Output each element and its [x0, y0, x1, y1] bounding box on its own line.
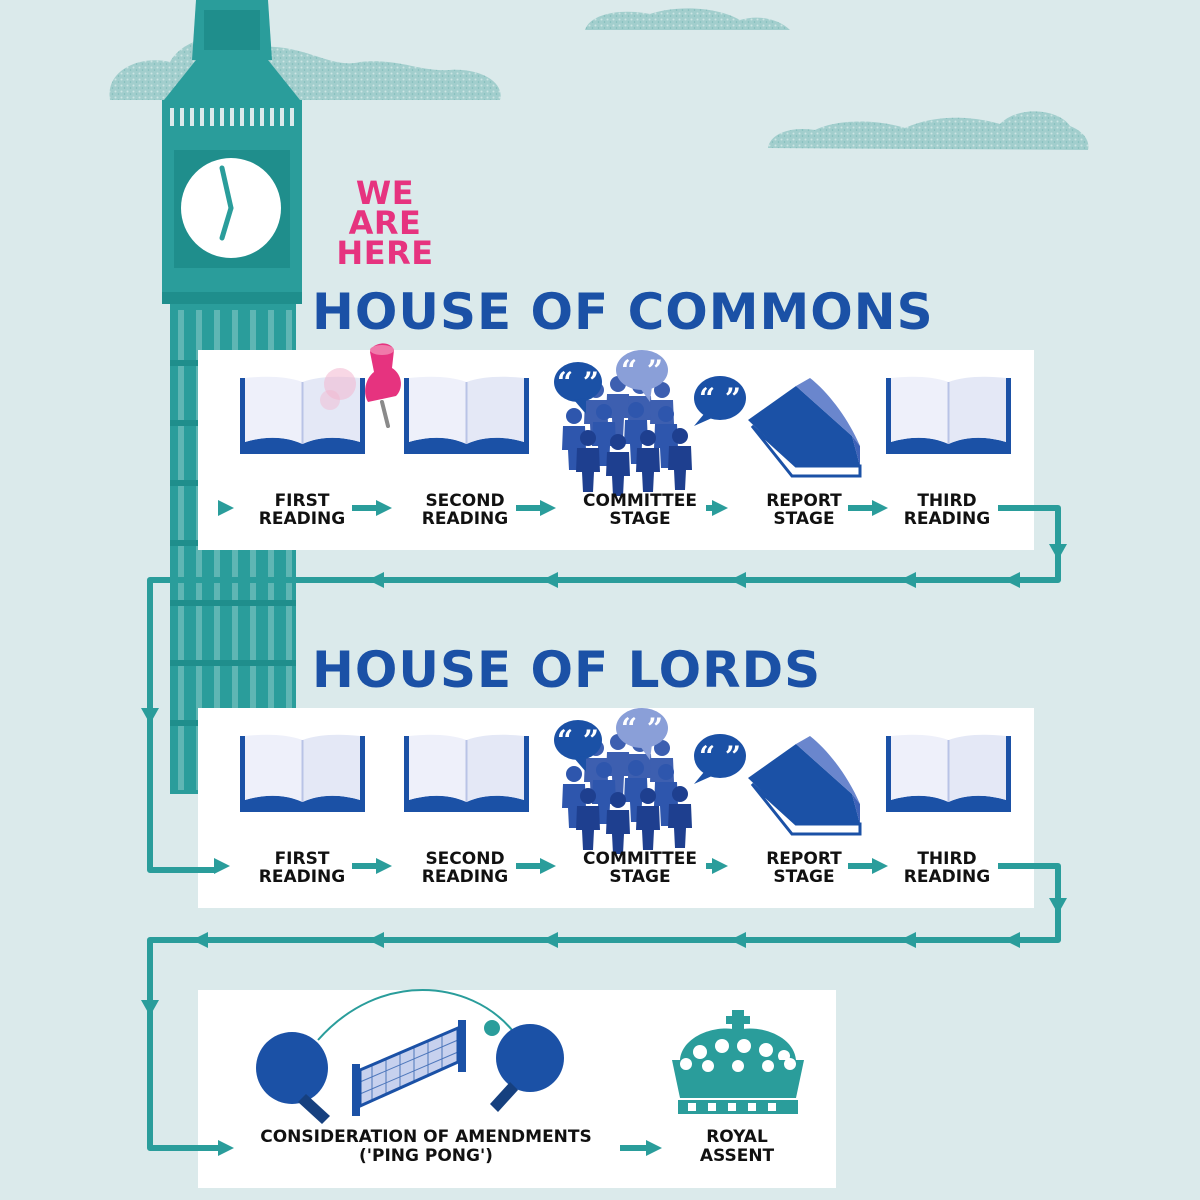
- stage-label-line: THIRD: [917, 491, 977, 511]
- stage-label-line: READING: [258, 509, 346, 529]
- crown-icon: [672, 1010, 804, 1114]
- stage-label-line: READING: [421, 509, 509, 529]
- marker-line: HERE: [336, 234, 434, 272]
- final-label-line: ('PING PONG'): [359, 1146, 493, 1166]
- stage-label-line: REPORT: [766, 491, 842, 511]
- lords-stage-third-reading: THIRD READING: [872, 850, 1022, 886]
- stage-label-line: COMMITTEE: [583, 491, 697, 511]
- open-book-icon: [403, 733, 530, 813]
- commons-stage-committee: COMMITTEE STAGE: [565, 492, 715, 528]
- open-book-icon: [239, 733, 366, 813]
- stage-label-line: FIRST: [274, 491, 330, 511]
- consideration-of-amendments-label: CONSIDERATION OF AMENDMENTS ('PING PONG'…: [230, 1128, 622, 1166]
- commons-stage-third-reading: THIRD READING: [872, 492, 1022, 528]
- lords-heading: HOUSE OF LORDS: [312, 641, 822, 699]
- stage-label-line: COMMITTEE: [583, 849, 697, 869]
- clock-icon: [181, 158, 281, 258]
- we-are-here-marker: WE ARE HERE: [330, 174, 440, 272]
- royal-assent-label: ROYAL ASSENT: [678, 1128, 796, 1166]
- stage-label-line: STAGE: [773, 867, 835, 887]
- marker-line: WE: [355, 174, 415, 212]
- final-label-line: ASSENT: [699, 1146, 775, 1166]
- stage-label-line: STAGE: [773, 509, 835, 529]
- commons-stage-report: REPORT STAGE: [729, 492, 879, 528]
- commons-heading: HOUSE OF COMMONS: [312, 283, 934, 341]
- stage-label-line: READING: [421, 867, 509, 887]
- ball-icon: [484, 1020, 500, 1036]
- stage-label-line: SECOND: [425, 491, 505, 511]
- lords-stage-first-reading: FIRST READING: [227, 850, 377, 886]
- arrow-icon: [141, 500, 1067, 1156]
- lords-stage-committee: COMMITTEE STAGE: [565, 850, 715, 886]
- stage-label-line: FIRST: [274, 849, 330, 869]
- marker-line: ARE: [348, 204, 422, 242]
- open-book-icon: [885, 375, 1012, 455]
- flow-path: [147, 505, 1061, 1151]
- stage-label-line: SECOND: [425, 849, 505, 869]
- stage-label-line: STAGE: [609, 509, 671, 529]
- open-book-icon: [885, 733, 1012, 813]
- ping-pong-paddle-icon: [490, 1024, 564, 1112]
- commons-stage-second-reading: SECOND READING: [390, 492, 540, 528]
- open-book-icon: [403, 375, 530, 455]
- stage-label-line: STAGE: [609, 867, 671, 887]
- stage-label-line: THIRD: [917, 849, 977, 869]
- net-icon: [352, 1020, 466, 1116]
- commons-stage-first-reading: FIRST READING: [227, 492, 377, 528]
- lords-stage-second-reading: SECOND READING: [390, 850, 540, 886]
- push-pin-icon: [320, 343, 401, 428]
- stage-label-line: REPORT: [766, 849, 842, 869]
- stage-label-line: READING: [903, 867, 991, 887]
- stage-label-line: READING: [258, 867, 346, 887]
- final-label-line: ROYAL: [706, 1127, 768, 1147]
- lords-stage-report: REPORT STAGE: [729, 850, 879, 886]
- stage-label-line: READING: [903, 509, 991, 529]
- ping-pong-paddle-icon: [256, 1032, 330, 1124]
- final-label-line: CONSIDERATION OF AMENDMENTS: [260, 1127, 592, 1147]
